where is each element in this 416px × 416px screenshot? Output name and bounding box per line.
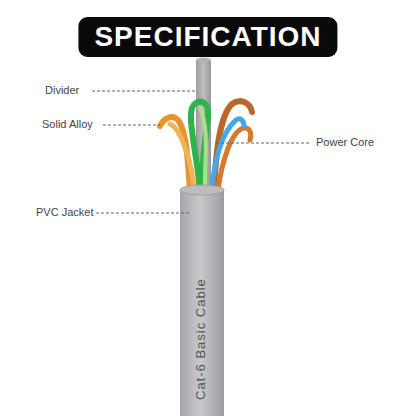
part-label: PVC Jacket xyxy=(36,207,93,218)
part-label: Divider xyxy=(45,85,79,96)
divider-top xyxy=(196,58,211,63)
pvc-jacket xyxy=(180,190,224,416)
jacket-end xyxy=(180,185,224,195)
title-banner: SPECIFICATION xyxy=(78,17,337,57)
part-label: Solid Alloy xyxy=(42,119,93,130)
leader-lines xyxy=(92,91,310,213)
part-label: Power Core xyxy=(316,137,374,148)
cable-print: Cat-6 Basic Cable xyxy=(194,278,207,400)
wires xyxy=(160,101,252,190)
